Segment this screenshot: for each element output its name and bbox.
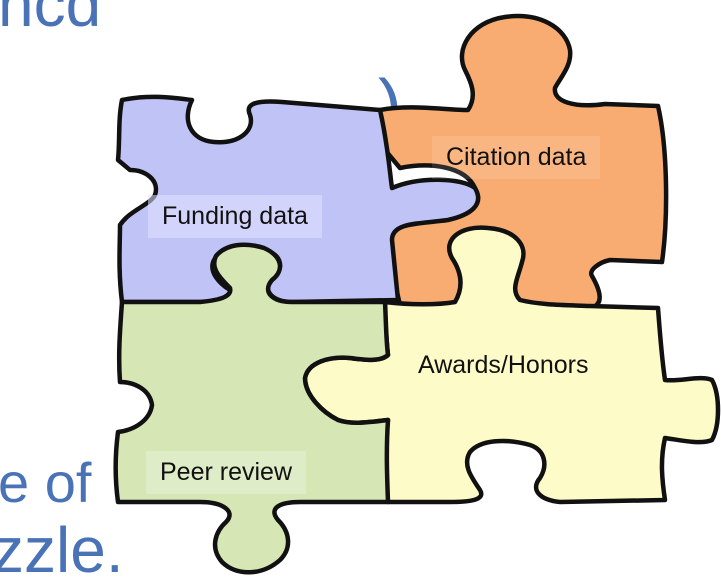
peer-review-label: Peer review bbox=[146, 451, 306, 494]
awards-honors-label: Awards/Honors bbox=[418, 351, 589, 379]
slide-text-fragment-top: ncd bbox=[0, 0, 102, 40]
slide-text-fragment-of: e of bbox=[0, 451, 92, 514]
citation-data-label: Citation data bbox=[432, 136, 601, 179]
puzzle-piece-peer-review bbox=[113, 242, 391, 575]
funding-data-label: Funding data bbox=[148, 195, 322, 238]
slide-text-fragment-zzle: zzle. bbox=[0, 514, 124, 586]
